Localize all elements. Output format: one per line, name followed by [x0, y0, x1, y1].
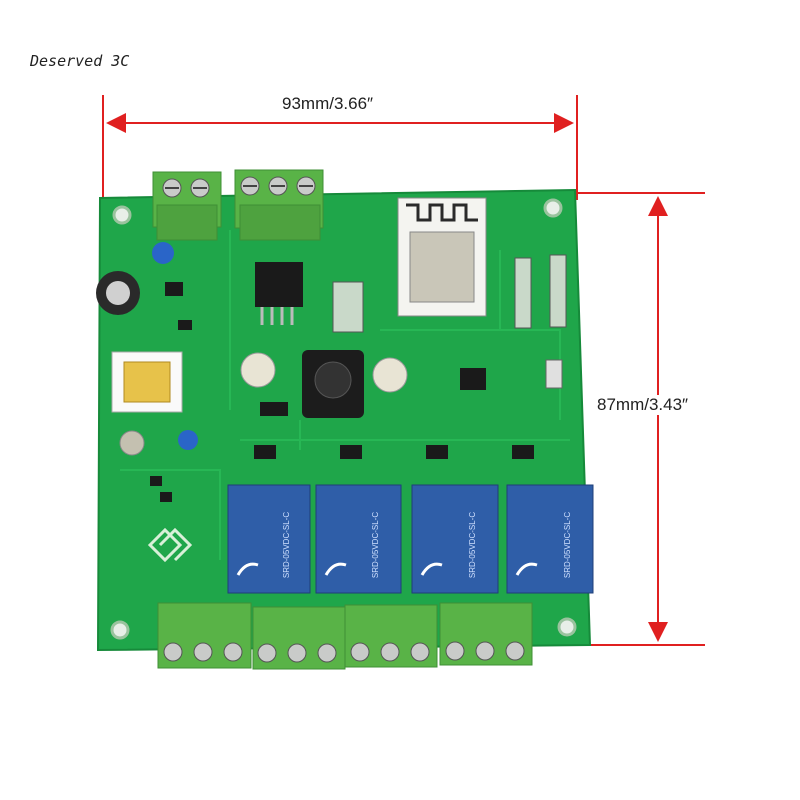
board-logo-icon: [147, 527, 193, 563]
relay-1: SRD-05VDC-SL-C: [227, 484, 311, 594]
relay-4: SRD-05VDC-SL-C: [506, 484, 594, 594]
wifi-module: [397, 197, 487, 317]
height-dimension-label: 87mm/3.43″: [597, 395, 689, 415]
output-terminal-block-4: [439, 602, 533, 666]
transformer: [111, 351, 183, 413]
svg-text:SRD-05VDC-SL-C: SRD-05VDC-SL-C: [282, 512, 291, 578]
power-terminal-block: [234, 169, 324, 241]
relay-2: SRD-05VDC-SL-C: [315, 484, 402, 594]
output-terminal-block-2: [252, 606, 346, 670]
relay-3: SRD-05VDC-SL-C: [411, 484, 499, 594]
pin-header: [332, 254, 567, 333]
width-dimension-label: 93mm/3.66″: [282, 94, 374, 114]
width-dimension-line: [102, 95, 578, 200]
input-terminal-block: [152, 171, 222, 241]
output-terminal-block-3: [344, 604, 438, 668]
voltage-regulator: [255, 262, 303, 325]
watermark-text: Deserved 3C: [30, 52, 130, 70]
svg-text:SRD-05VDC-SL-C: SRD-05VDC-SL-C: [371, 512, 380, 578]
output-terminal-blocks: [157, 602, 533, 670]
inductor: [302, 350, 364, 418]
ceramic-capacitor: [152, 242, 198, 450]
height-dimension-line: [575, 192, 705, 646]
smd-components: [150, 282, 563, 502]
output-terminal-block-1: [157, 602, 252, 669]
mounting-hole-tl: [110, 198, 577, 640]
svg-text:SRD-05VDC-SL-C: SRD-05VDC-SL-C: [468, 512, 477, 578]
electrolytic-capacitor: [96, 271, 408, 456]
svg-text:SRD-05VDC-SL-C: SRD-05VDC-SL-C: [563, 512, 572, 578]
